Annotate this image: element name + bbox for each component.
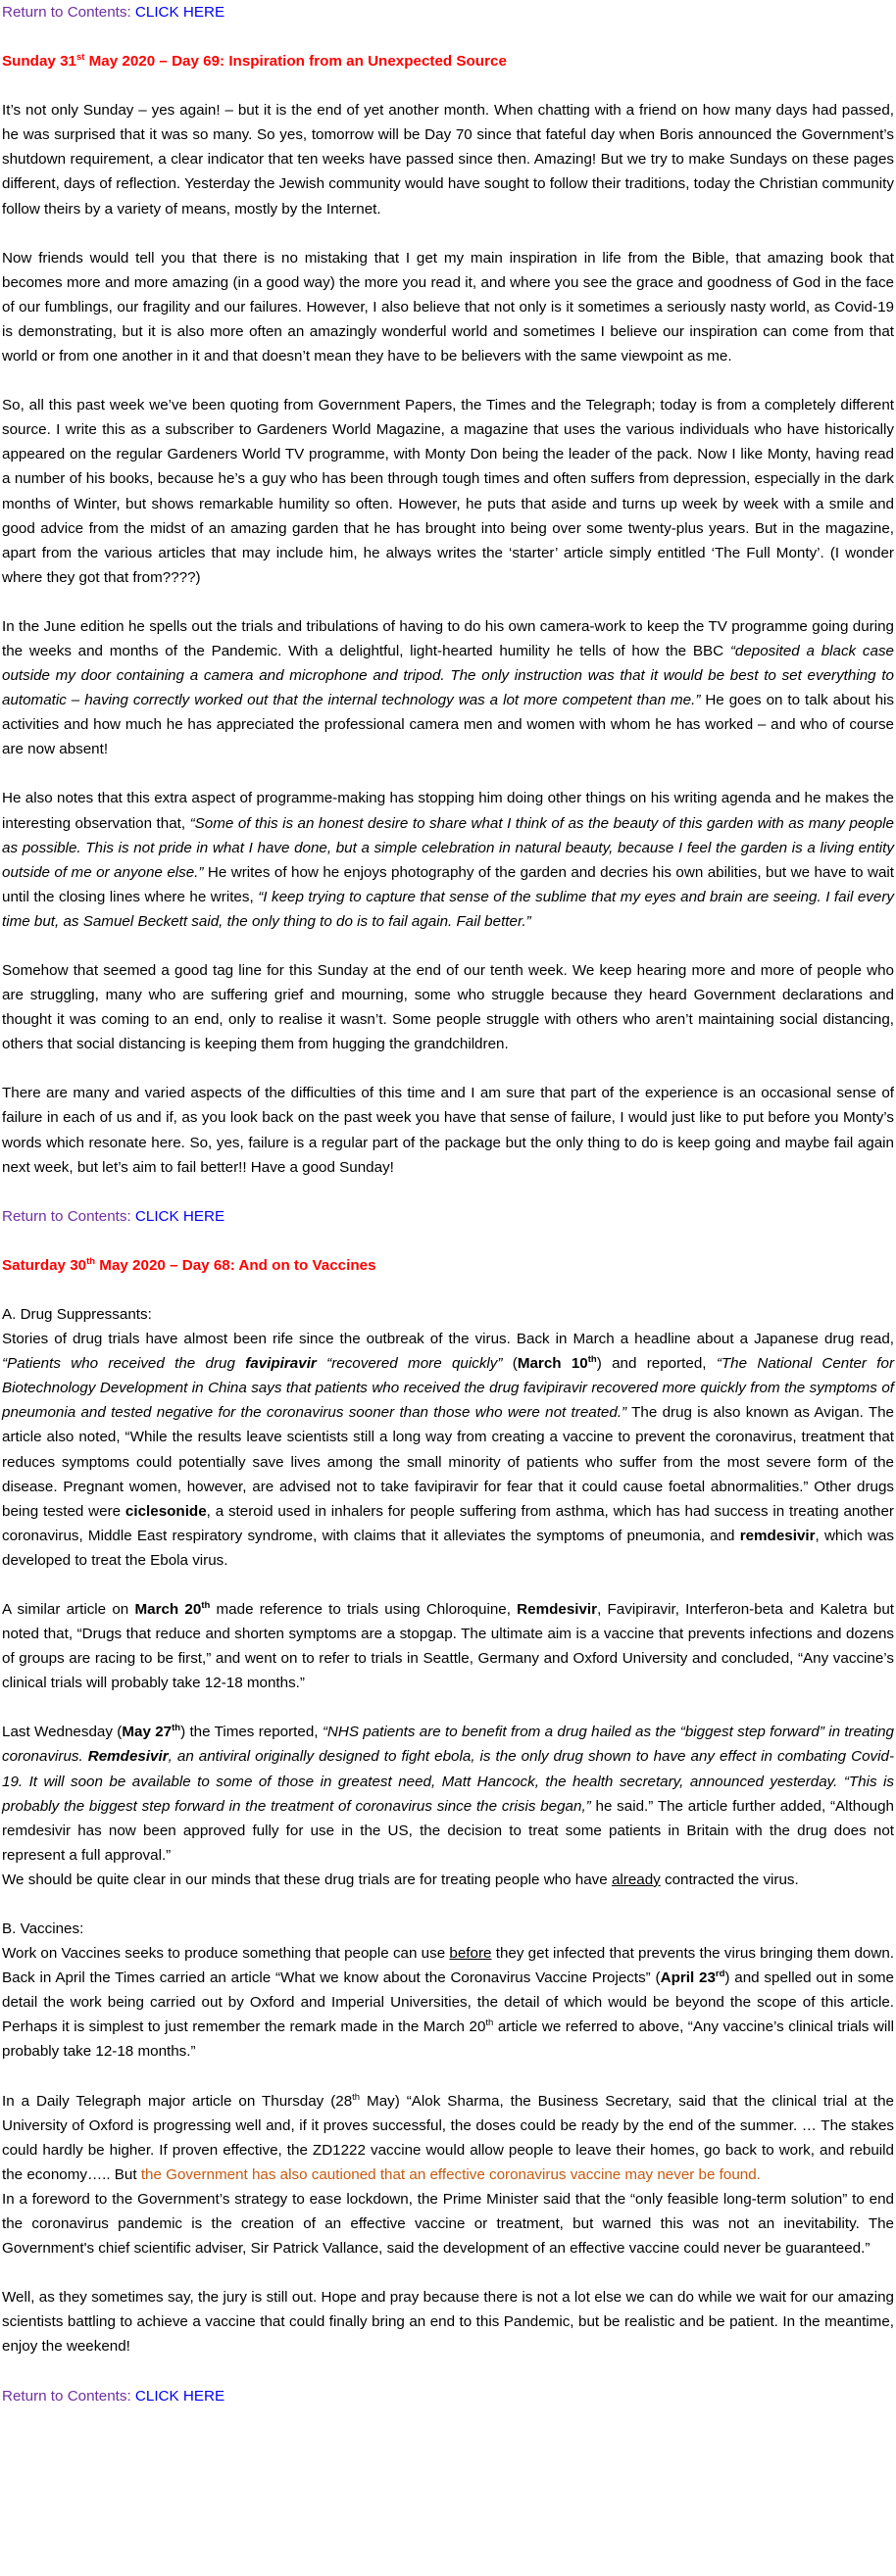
paragraph: Last Wednesday (May 27th) the Times repo… (2, 1723, 894, 1864)
paragraph: Stories of drug trials have almost been … (2, 1331, 895, 1569)
return-label: Return to Contents: (2, 1207, 135, 1225)
paragraph: He also notes that this extra aspect of … (2, 790, 894, 930)
paragraph: We should be quite clear in our minds th… (2, 1871, 799, 1888)
paragraph: In a foreword to the Government’s strate… (2, 2190, 894, 2258)
paragraph: Now friends would tell you that there is… (2, 249, 894, 365)
paragraph: It’s not only Sunday – yes again! – but … (2, 102, 894, 218)
highlighted-text: the Government has also cautioned that a… (140, 2165, 761, 2183)
paragraph: A similar article on March 20th made ref… (2, 1599, 895, 1692)
quote: “deposited a black case outside my door … (2, 642, 894, 709)
paragraph: So, all this past week we’ve been quotin… (2, 397, 894, 586)
return-to-contents: Return to Contents: CLICK HERE (2, 2384, 894, 2408)
quote: “I keep trying to capture that sense of … (2, 888, 894, 930)
click-here-link[interactable]: CLICK HERE (134, 1207, 225, 1225)
paragraph: Somehow that seemed a good tag line for … (2, 962, 894, 1053)
paragraph: There are many and varied aspects of the… (2, 1085, 894, 1176)
click-here-link[interactable]: CLICK HERE (134, 4, 225, 21)
paragraph: In a Daily Telegraph major article on Th… (2, 2091, 895, 2183)
paragraph: Well, as they sometimes say, the jury is… (2, 2289, 894, 2356)
click-here-link[interactable]: CLICK HERE (134, 2387, 225, 2405)
subheading: B. Vaccines: (2, 1920, 84, 1937)
document-page: Return to Contents: CLICK HERE Sunday 31… (2, 0, 895, 2408)
paragraph: Work on Vaccines seeks to produce someth… (2, 1945, 895, 2061)
paragraph: In the June edition he spells out the tr… (2, 617, 894, 758)
return-label: Return to Contents: (2, 4, 135, 21)
subheading: A. Drug Suppressants: (2, 1305, 152, 1323)
return-to-contents: Return to Contents: CLICK HERE (2, 0, 894, 24)
section-heading-saturday: Saturday 30th May 2020 – Day 68: And on … (2, 1255, 376, 1274)
return-label: Return to Contents: (2, 2387, 135, 2405)
return-to-contents: Return to Contents: CLICK HERE (2, 1204, 894, 1229)
section-heading-sunday: Sunday 31st May 2020 – Day 69: Inspirati… (2, 52, 507, 71)
quote: “Some of this is an honest desire to sha… (2, 814, 894, 881)
